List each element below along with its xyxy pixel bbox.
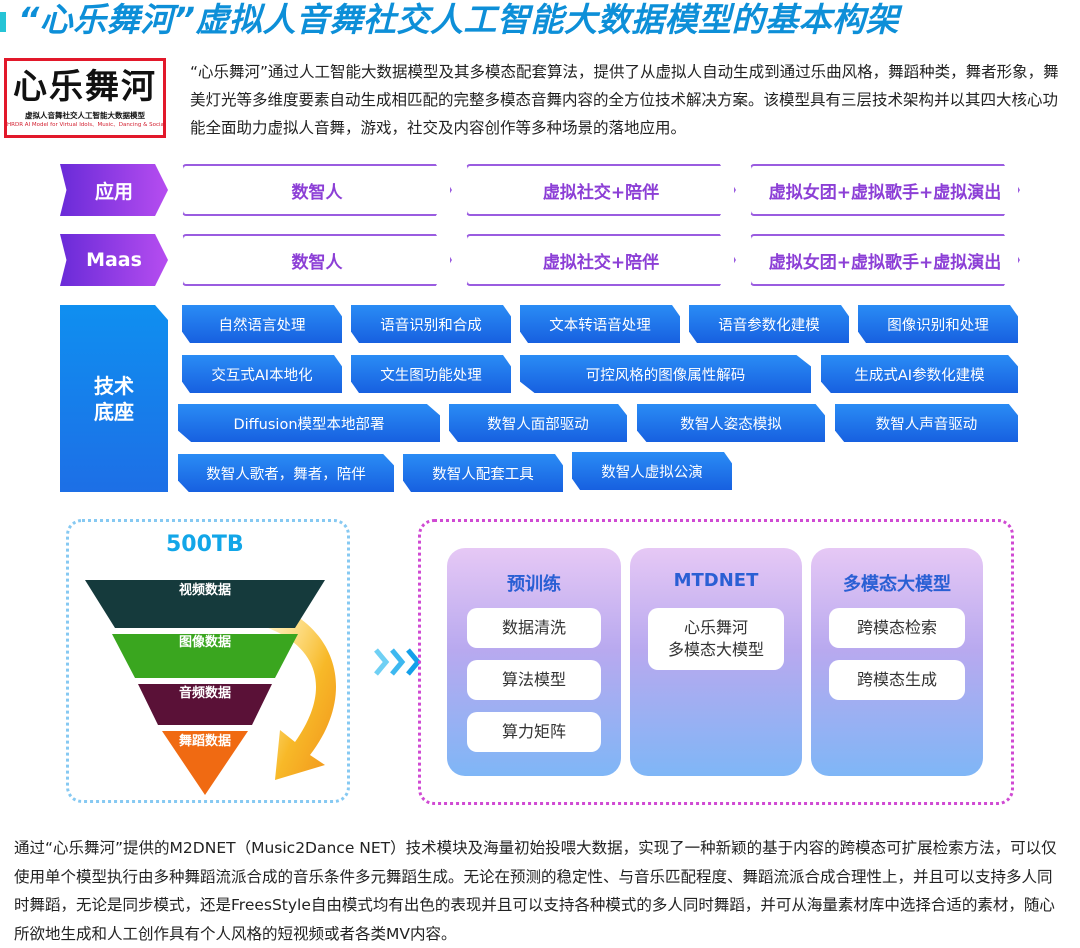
logo-main-text: 心乐舞河	[13, 67, 157, 107]
tech-item: 语音识别和合成	[351, 305, 511, 343]
tech-item: 数智人配套工具	[403, 454, 563, 492]
funnel-layer	[85, 580, 325, 628]
chip-cross-modal-generation: 跨模态生成	[829, 660, 965, 700]
column-pretraining: 预训练 数据清洗 算法模型 算力矩阵	[447, 548, 621, 776]
column-title: 多模态大模型	[843, 574, 951, 595]
tech-item: 数智人姿态模拟	[637, 404, 825, 442]
row-label-application: 应用	[60, 164, 168, 216]
chip-compute-matrix: 算力矩阵	[467, 712, 601, 752]
tech-item: 图像识别和处理	[858, 305, 1018, 343]
maas-item-virtual-social: 虚拟社交+陪伴	[466, 234, 736, 286]
tech-item: 可控风格的图像属性解码	[520, 355, 811, 393]
column-title: 预训练	[507, 574, 561, 595]
tech-item: 数智人面部驱动	[449, 404, 627, 442]
tech-item: 交互式AI本地化	[182, 355, 342, 393]
funnel-layer-label: 图像数据	[179, 634, 231, 650]
maas-item-virtual-idol: 虚拟女团+虚拟歌手+虚拟演出	[750, 234, 1020, 286]
funnel-layer-label: 视频数据	[179, 582, 231, 598]
tech-item: 数智人声音驱动	[835, 404, 1018, 442]
application-item-virtual-social: 虚拟社交+陪伴	[466, 164, 736, 216]
funnel-layer	[138, 684, 272, 725]
page-title: “心乐舞河”虚拟人音舞社交人工智能大数据模型的基本构架	[18, 0, 900, 39]
column-title: MTDNET	[673, 570, 759, 591]
outro-paragraph: 通过“心乐舞河”提供的M2DNET（Music2Dance NET）技术模块及海…	[14, 839, 1057, 943]
tech-item: 生成式AI参数化建模	[821, 355, 1018, 393]
funnel-layer-label: 舞蹈数据	[178, 733, 231, 749]
intro-paragraph: “心乐舞河”通过人工智能大数据模型及其多模态配套算法，提供了从虚拟人自动生成到通…	[190, 63, 1059, 137]
data-funnel-frame	[66, 519, 350, 803]
flow-arrow-icon	[260, 600, 337, 780]
tech-item: 文生图功能处理	[351, 355, 511, 393]
logo-subtitle-en: HRDR AI Model for Virtual Idols、Music、Da…	[7, 122, 166, 128]
model-pipeline-frame	[418, 519, 1014, 805]
data-total-label: 500TB	[166, 532, 244, 557]
application-item-virtual-idol: 虚拟女团+虚拟歌手+虚拟演出	[750, 164, 1020, 216]
column-multimodal-model: 多模态大模型 跨模态检索 跨模态生成	[811, 548, 983, 776]
row-label-maas: Maas	[60, 234, 168, 286]
tech-item: Diffusion模型本地部署	[178, 404, 440, 442]
funnel-layer-label: 音频数据	[179, 685, 231, 701]
tech-item: 文本转语音处理	[520, 305, 680, 343]
maas-item-digital-human: 数智人	[182, 234, 452, 286]
tech-item: 自然语言处理	[182, 305, 342, 343]
tech-item: 语音参数化建模	[689, 305, 849, 343]
title-accent-bar	[0, 12, 6, 32]
logo-subtitle-cn: 虚拟人音舞社交人工智能大数据模型	[25, 111, 145, 120]
funnel-layer	[112, 634, 298, 678]
chip-multimodal-model: 心乐舞河 多模态大模型	[648, 608, 784, 670]
logo: 心乐舞河 虚拟人音舞社交人工智能大数据模型 HRDR AI Model for …	[4, 58, 166, 138]
tech-item: 数智人歌者，舞者，陪伴	[178, 454, 394, 492]
tech-base-label: 技术底座	[94, 373, 134, 424]
application-item-digital-human: 数智人	[182, 164, 452, 216]
chip-data-cleaning: 数据清洗	[467, 608, 601, 648]
funnel-layer	[162, 731, 248, 795]
chip-algorithm-model: 算法模型	[467, 660, 601, 700]
row-label-tech-base: 技术底座	[60, 305, 168, 492]
column-mtdnet: MTDNET 心乐舞河 多模态大模型	[630, 548, 802, 776]
tech-item: 数智人虚拟公演	[572, 452, 732, 490]
chip-cross-modal-retrieval: 跨模态检索	[829, 608, 965, 648]
